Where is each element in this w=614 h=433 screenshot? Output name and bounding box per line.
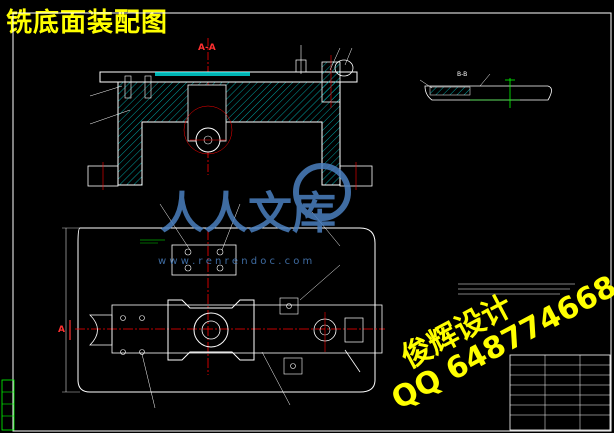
section-aa-label: A-A xyxy=(198,43,216,53)
watermark-brand: 人人文库 xyxy=(160,188,336,239)
section-bb-label: B-B xyxy=(457,71,467,78)
section-view-bb: B-B xyxy=(419,71,552,108)
plan-view: A xyxy=(58,203,385,409)
title-block xyxy=(509,354,611,431)
side-strip xyxy=(1,379,15,431)
arrow-a-label: A xyxy=(58,325,65,335)
drawing-border xyxy=(12,12,612,432)
technical-notes xyxy=(458,283,575,295)
watermark-url: w w w . r e n r e n d o c . c o m xyxy=(158,256,312,267)
watermark: 人人文库 w w w . r e n r e n d o c . c o m xyxy=(158,163,351,267)
